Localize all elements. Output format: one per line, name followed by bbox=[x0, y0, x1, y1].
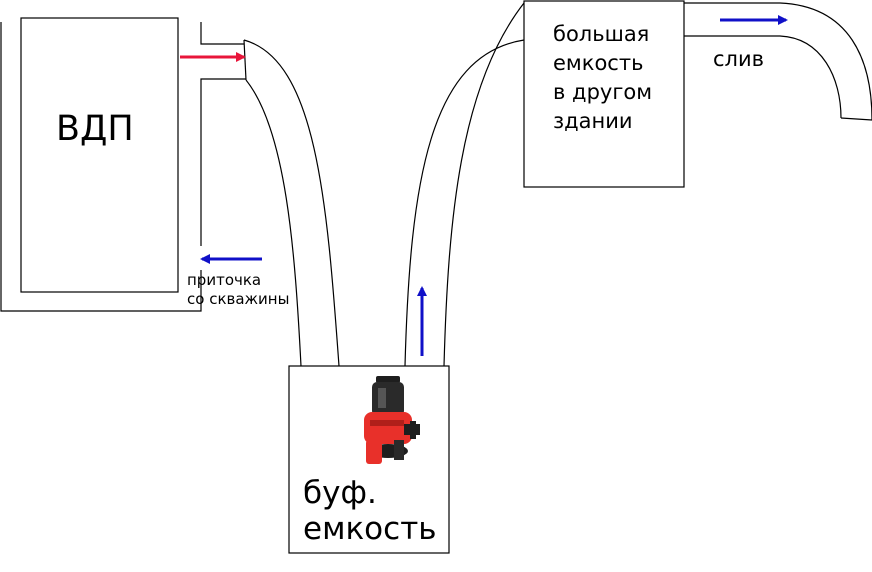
big-tank-label-line-2: емкость bbox=[553, 51, 644, 75]
submersible-pump-icon bbox=[364, 376, 420, 464]
big-tank-box bbox=[523, 0, 685, 188]
buffer-tank-label: буф. емкость bbox=[303, 475, 437, 547]
big-tank-label-line-3: в другом bbox=[553, 80, 653, 104]
buffer-tank-label-line-1: буф. bbox=[303, 475, 377, 511]
well-inflow-label: приточка со скважины bbox=[187, 271, 289, 309]
big-tank-label-line-4: здании bbox=[553, 109, 633, 133]
vdp-outer-frame bbox=[0, 22, 202, 312]
drain-hose bbox=[684, 2, 872, 121]
drain-label: слив bbox=[713, 47, 764, 71]
well-inflow-label-line-2: со скважины bbox=[187, 290, 290, 308]
vdp-label: ВДП bbox=[56, 109, 134, 149]
vdp-side-channel bbox=[200, 22, 246, 246]
buffer-tank-label-line-2: емкость bbox=[303, 511, 437, 547]
supply-hose bbox=[404, 2, 525, 367]
vdp-inner-box bbox=[20, 17, 179, 293]
big-tank-label: большая емкость в другом здании bbox=[553, 20, 652, 136]
outlet-hose bbox=[243, 39, 340, 367]
vdp-unit bbox=[0, 17, 202, 312]
well-inflow-label-line-1: приточка bbox=[187, 271, 262, 289]
big-tank-label-line-1: большая bbox=[553, 22, 650, 46]
